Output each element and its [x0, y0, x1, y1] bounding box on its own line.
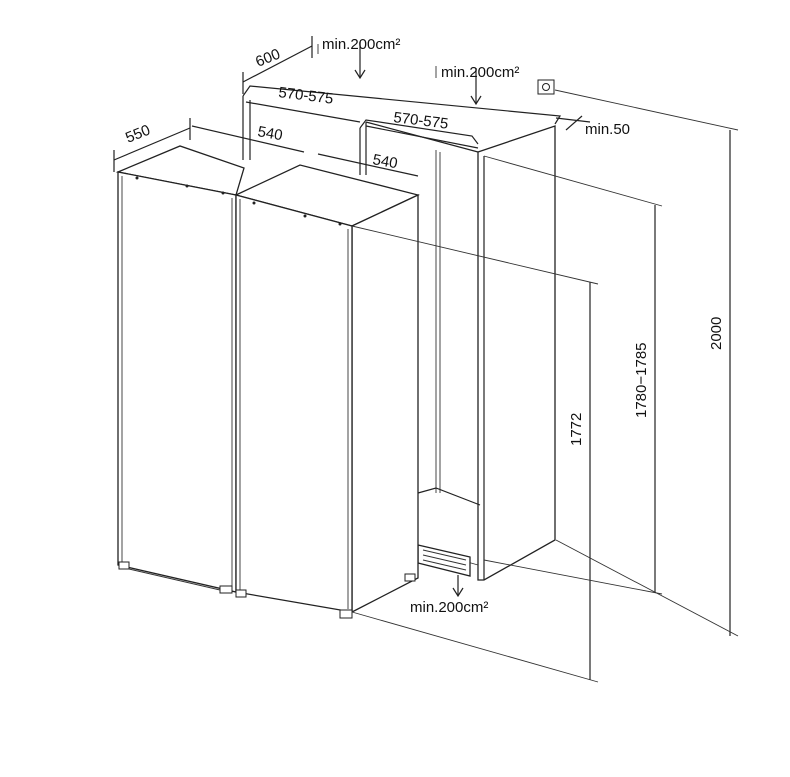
fridge-right	[234, 164, 420, 619]
niche-height-label: 1780−1785	[633, 343, 650, 419]
niche-width-right-label: 570-575	[393, 109, 450, 133]
dim-600-label: 600	[253, 46, 283, 71]
fridge-depth-right-label: 540	[371, 151, 399, 172]
dim-550-label: 550	[123, 122, 153, 147]
fridge-depth-label: 540	[256, 123, 284, 144]
bottom-vent-grille	[417, 544, 471, 577]
niche-cabinet	[242, 79, 562, 581]
total-height-label: 2000	[708, 317, 725, 350]
vent-symbol-icon	[537, 79, 555, 95]
appliance-height-label: 1772	[568, 413, 585, 446]
vent-bottom-label: min.200cm²	[410, 599, 488, 616]
vent-top-left-label: min.200cm²	[322, 36, 400, 53]
niche-width-left-label: 570-575	[278, 84, 335, 108]
side-gap-label: min.50	[585, 121, 630, 138]
fridge-left	[115, 145, 245, 594]
dimension-lines	[113, 36, 739, 683]
vent-top-right-label: min.200cm²	[441, 64, 519, 81]
